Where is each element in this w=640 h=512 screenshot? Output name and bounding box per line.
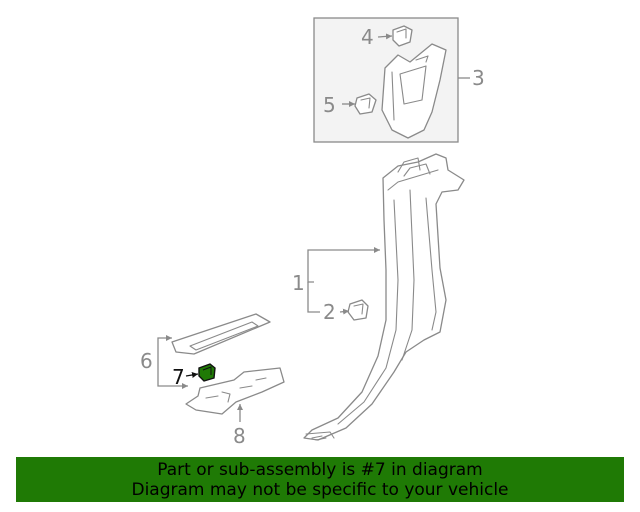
callout-8: 8 xyxy=(233,424,246,448)
part-5-clip[interactable] xyxy=(354,93,377,115)
banner-line-2: Diagram may not be specific to your vehi… xyxy=(131,480,509,500)
callout-2: 2 xyxy=(323,300,336,324)
part-1-pillar-trim[interactable] xyxy=(303,153,465,441)
part-8-lower-panel[interactable] xyxy=(185,367,285,415)
part-3-upper-trim[interactable] xyxy=(381,43,447,139)
part-7-clip-highlighted[interactable] xyxy=(198,363,216,382)
callout-6: 6 xyxy=(140,349,153,373)
part-2-clip[interactable] xyxy=(347,299,369,321)
callout-3: 3 xyxy=(472,66,485,90)
callout-5: 5 xyxy=(323,93,336,117)
part-6-sill-plate[interactable] xyxy=(171,313,271,355)
leader-lines xyxy=(157,33,470,422)
banner-line-1: Part or sub-assembly is #7 in diagram xyxy=(157,460,483,480)
callout-4: 4 xyxy=(361,25,374,49)
fitment-banner: Part or sub-assembly is #7 in diagram Di… xyxy=(16,457,624,502)
callout-7: 7 xyxy=(172,365,185,389)
callout-1: 1 xyxy=(292,271,305,295)
part-4-clip[interactable] xyxy=(392,25,413,47)
parts-diagram: 4 5 3 1 2 6 7 8 xyxy=(140,17,485,448)
